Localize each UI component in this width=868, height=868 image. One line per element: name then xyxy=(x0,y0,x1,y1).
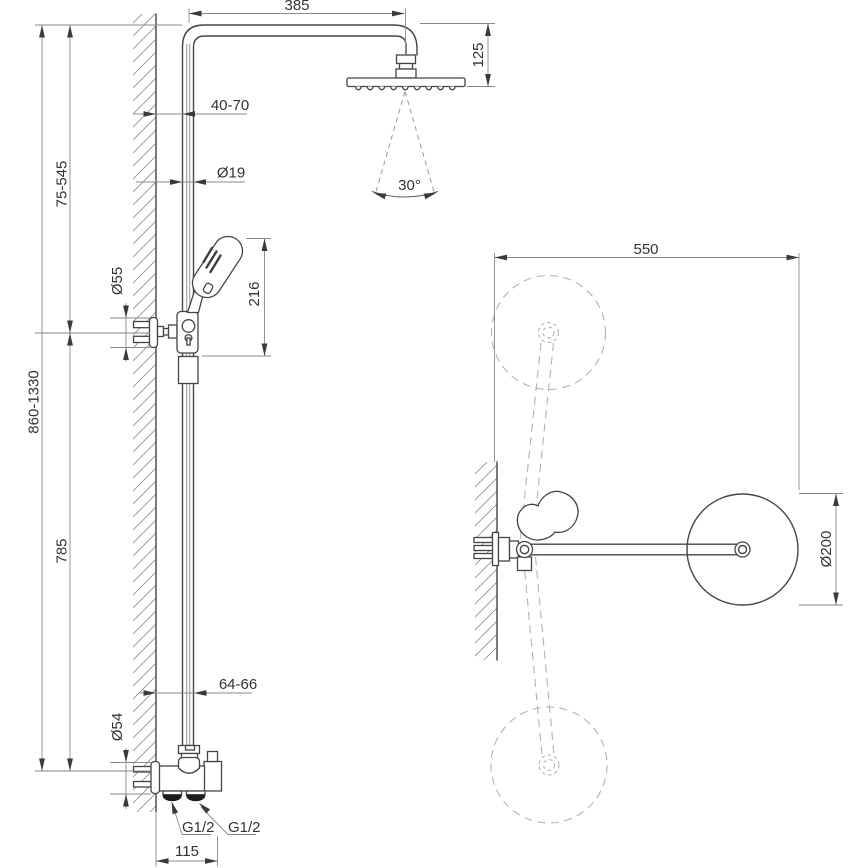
leader-inlet-right: G1/2 xyxy=(197,800,261,836)
dim-head-drop: 125 xyxy=(420,23,495,87)
dim-mixer-flange-diameter: Ø54 xyxy=(109,713,151,809)
riser-diameter-label: Ø19 xyxy=(217,165,245,182)
wall-hatch xyxy=(133,14,156,812)
total-height-label: 860-1330 xyxy=(26,370,43,433)
arm-length-label: 385 xyxy=(284,0,309,14)
head-outline-solid xyxy=(686,493,799,606)
wall-section xyxy=(133,13,157,813)
slider-holder xyxy=(132,310,199,385)
swivel-position-down xyxy=(490,556,608,824)
swivel-arm-extended xyxy=(515,493,799,606)
head-outline-dashed xyxy=(490,274,607,391)
dim-spray-angle: 30° xyxy=(371,91,439,200)
hand-shower-spout xyxy=(202,282,214,295)
wall-anchor-pin xyxy=(132,335,151,344)
hand-shower xyxy=(186,235,244,314)
wall-clearance-top-label: 40-70 xyxy=(211,97,249,114)
head-disc xyxy=(346,77,466,88)
inlet-nut-right xyxy=(186,794,206,802)
head-diameter-label: Ø200 xyxy=(818,531,835,568)
dim-wall-clearance-bottom: 64-66 xyxy=(140,676,257,696)
upper-height-label: 75-545 xyxy=(54,161,71,208)
head-outline-dashed xyxy=(490,706,608,824)
mixer-flange-diameter-label: Ø54 xyxy=(109,713,126,741)
pipe-sleeve xyxy=(177,355,199,385)
dim-arm-length: 385 xyxy=(188,0,406,55)
head-drop-label: 125 xyxy=(470,42,487,67)
wall-anchor-pin xyxy=(132,780,152,788)
swivel-reach-label: 550 xyxy=(633,241,658,258)
mixer-width-label: 115 xyxy=(175,843,199,860)
inlet-nut-left xyxy=(162,794,182,802)
head-connector-top xyxy=(734,541,751,558)
hand-shower-head xyxy=(191,235,244,299)
wall-hatch xyxy=(475,462,497,660)
mixer-dome xyxy=(177,756,201,768)
holder-diameter-label: Ø55 xyxy=(109,267,126,295)
arm-outer-line xyxy=(181,24,418,747)
lower-height-label: 785 xyxy=(54,538,71,563)
diverter-block xyxy=(516,556,533,572)
riser-pipe-and-arm xyxy=(181,24,418,747)
dim-upper-height: 75-545 xyxy=(54,25,73,333)
dim-holder-diameter: Ø55 xyxy=(109,267,150,362)
inlet-right-label: G1/2 xyxy=(228,819,261,836)
dim-mixer-width: 115 xyxy=(155,812,218,867)
dim-swivel-reach: 550 xyxy=(494,241,800,490)
wall-anchor-pin xyxy=(132,320,151,329)
dim-wall-clearance-top: 40-70 xyxy=(134,97,249,117)
hand-shower-length-label: 216 xyxy=(246,281,263,306)
wall-clearance-bottom-label: 64-66 xyxy=(219,676,257,693)
dim-total-height: 860-1330 xyxy=(26,24,182,772)
mixer-right-block xyxy=(203,760,223,792)
slider-knob xyxy=(181,319,196,333)
dim-head-diameter: Ø200 xyxy=(799,493,843,606)
front-view: 30° xyxy=(26,0,495,867)
mixer-handle-stub xyxy=(206,750,219,763)
inlet-left-label: G1/2 xyxy=(182,819,215,836)
overhead-shower-head xyxy=(346,54,466,91)
head-connector xyxy=(395,54,417,65)
leader-inlet-left: G1/2 xyxy=(168,800,215,836)
inlet-connections xyxy=(162,790,206,802)
top-view: 550 Ø200 xyxy=(473,241,843,824)
pivot-wall-flange xyxy=(491,531,500,567)
pivot-joint xyxy=(515,540,534,559)
lower-wall-flange xyxy=(150,760,161,795)
dim-lower-height: 785 xyxy=(54,333,73,771)
wall-pivot-assembly xyxy=(473,531,533,572)
dim-riser-diameter: Ø19 xyxy=(136,165,245,185)
arm-inner-line xyxy=(192,35,407,747)
hand-shower-top-view xyxy=(516,490,579,541)
dim-hand-shower-length: 216 xyxy=(202,238,271,357)
spray-angle-label: 30° xyxy=(398,177,421,194)
upper-wall-flange xyxy=(148,316,159,349)
mixer-valve xyxy=(132,744,223,802)
head-nozzles xyxy=(354,86,456,91)
